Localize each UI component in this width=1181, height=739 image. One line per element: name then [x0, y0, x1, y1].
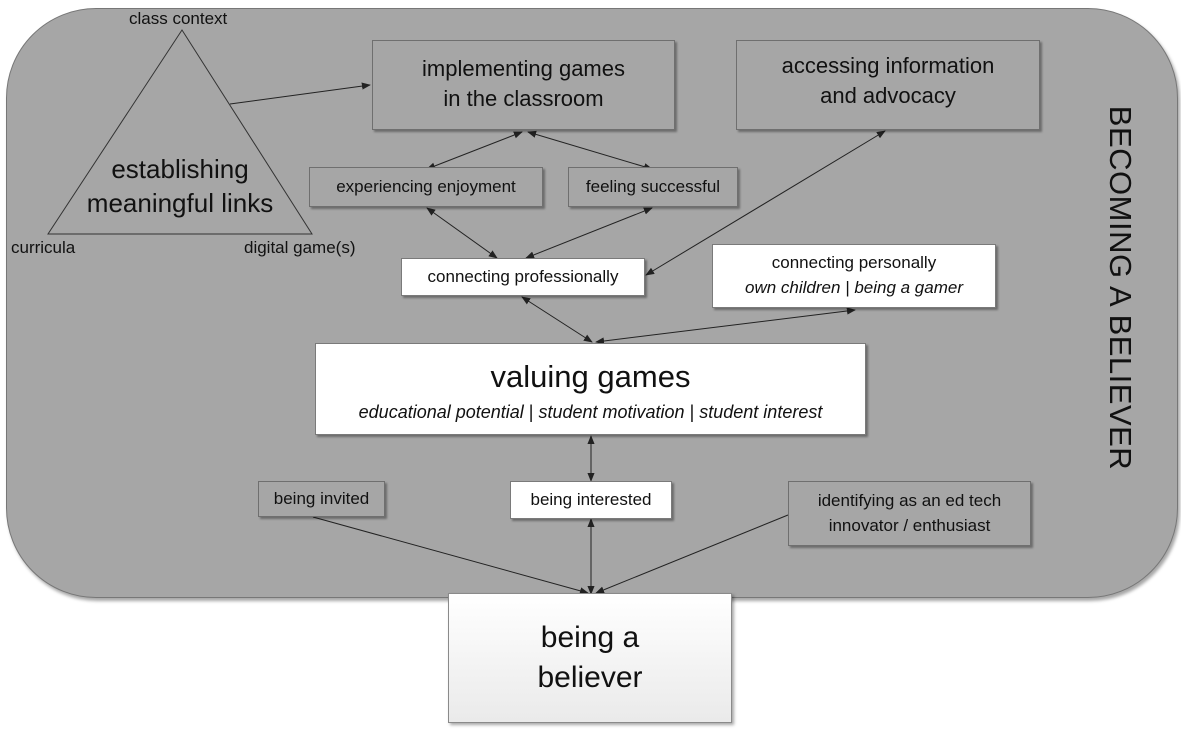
node-accessing-information: accessing information and advocacy [736, 40, 1040, 130]
believer-line1: being a [540, 621, 640, 654]
triangle-center-line2: meaningful links [86, 188, 274, 218]
node-being-invited: being invited [258, 481, 385, 517]
valuing-subtitle: educational potential | student motivati… [316, 396, 865, 428]
triangle-center-line1: establishing [111, 154, 249, 184]
valuing-separator-2: | [684, 402, 700, 422]
node-connecting-personally: connecting personally own children | bei… [712, 244, 996, 308]
arrow-accessing-professionally [645, 130, 886, 276]
implementing-line1: implementing games [422, 56, 625, 81]
valuing-student-motivation: student motivation [538, 402, 685, 422]
valuing-educational-potential: educational potential [358, 402, 524, 422]
personally-separator: | [840, 278, 855, 297]
node-connecting-professionally: connecting professionally [401, 258, 645, 296]
node-experiencing-enjoyment: experiencing enjoyment [309, 167, 543, 207]
valuing-title: valuing games [490, 359, 691, 394]
triangle-shape [47, 29, 313, 235]
accessing-line2: and advocacy [820, 83, 956, 108]
personally-subtitle: own children | being a gamer [713, 275, 995, 300]
node-feeling-successful: feeling successful [568, 167, 738, 207]
becoming-a-believer-label: BECOMING A BELIEVER [1103, 105, 1138, 471]
arrow-professionally-valuing [521, 296, 593, 343]
arrow-triangle-to-implementing [229, 82, 371, 105]
arrow-invited-believer [312, 516, 589, 595]
believer-line2: believer [537, 661, 643, 694]
triangle-label-digital-games: digital game(s) [244, 238, 356, 257]
triangle-label-curricula: curricula [11, 238, 76, 257]
node-being-interested: being interested [510, 481, 672, 519]
ed-tech-line2: innovator / enthusiast [828, 516, 991, 535]
accessing-line1: accessing information [781, 53, 995, 78]
node-ed-tech-innovator: identifying as an ed tech innovator / en… [788, 481, 1031, 546]
valuing-separator-1: | [523, 402, 539, 422]
personally-own-children: own children [744, 278, 841, 297]
arrow-implementing-enjoyment [426, 131, 523, 170]
triangle-center-label: establishing meaningful links [87, 152, 273, 220]
node-valuing-games: valuing games educational potential | st… [315, 343, 866, 435]
arrow-enjoyment-professionally [426, 207, 498, 259]
personally-being-gamer: being a gamer [854, 278, 963, 297]
arrow-implementing-successful [527, 130, 653, 171]
ed-tech-line1: identifying as an ed tech [817, 491, 1002, 510]
valuing-student-interest: student interest [699, 402, 823, 422]
personally-title: connecting personally [771, 253, 937, 272]
triangle-label-class-context: class context [129, 9, 228, 28]
implementing-line2: in the classroom [443, 86, 604, 111]
node-implementing-games: implementing games in the classroom [372, 40, 675, 130]
arrow-edtech-believer [595, 514, 789, 594]
arrow-successful-professionally [525, 207, 653, 259]
node-being-a-believer: being a believer [448, 593, 732, 723]
arrow-personally-valuing [595, 307, 856, 345]
